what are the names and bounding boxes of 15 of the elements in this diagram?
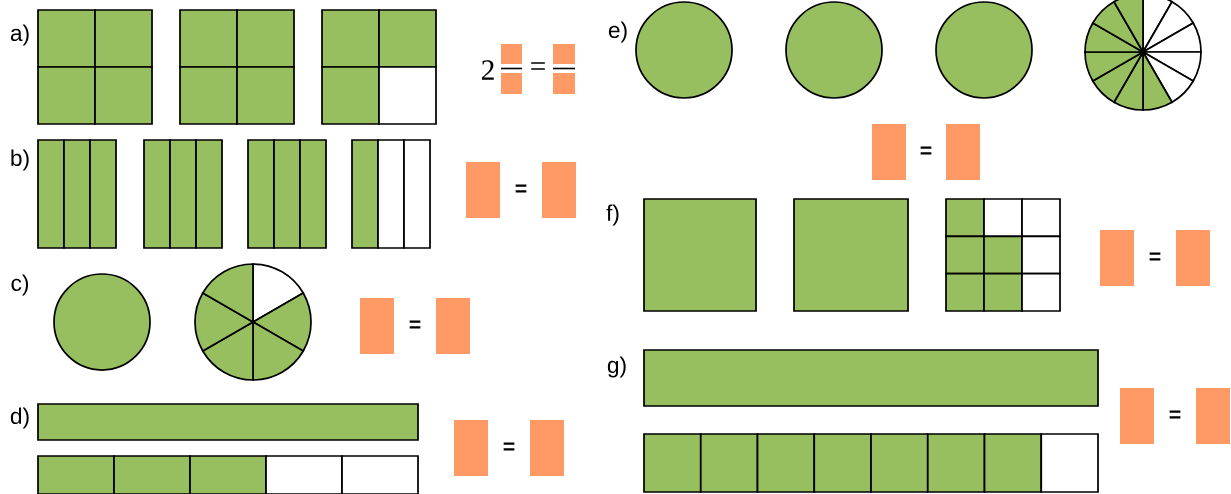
- equals-sign: =: [503, 442, 515, 451]
- equals-sign: =: [1169, 410, 1181, 419]
- equals-sign: =: [409, 320, 421, 329]
- equals-sign: =: [920, 146, 932, 155]
- part-label: d): [10, 407, 29, 429]
- number: 2: [481, 60, 494, 80]
- equals-sign: =: [531, 62, 545, 70]
- part-label: b): [11, 149, 29, 171]
- part-label: a): [10, 24, 29, 46]
- part-label: e): [608, 21, 627, 43]
- equals-sign: =: [1149, 252, 1161, 261]
- part-label: f): [606, 204, 619, 226]
- part-label: c): [11, 274, 29, 296]
- part-label: g): [607, 356, 626, 378]
- equals-sign: =: [515, 184, 527, 193]
